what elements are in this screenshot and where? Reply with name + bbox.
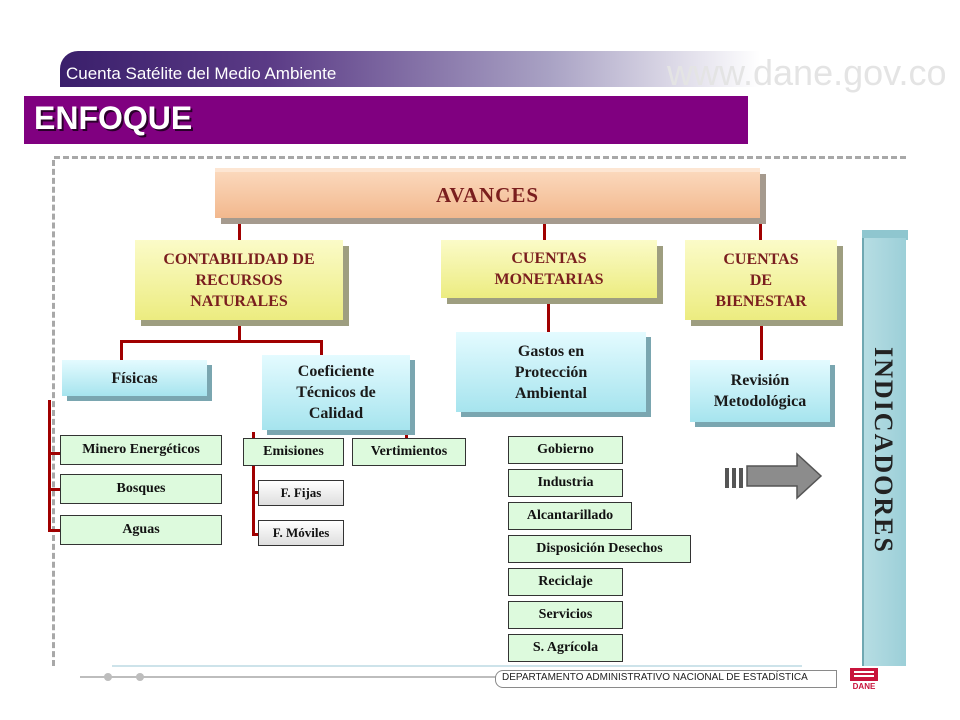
emisiones-item-moviles: F. Móviles [258,520,344,546]
website-watermark: www.dane.gov.co [667,52,947,93]
arrow-right-icon [725,452,823,500]
gastos-item-servicios: Servicios [508,601,623,629]
dane-logo: DANE [850,668,878,690]
gastos-item-reciclaje: Reciclaje [508,568,623,596]
vertimientos-box: Vertimientos [352,438,466,466]
avances-box: AVANCES [215,168,760,218]
footer-label-box [495,670,837,688]
header-banner [60,51,760,87]
frame-left-border [52,160,55,666]
gastos-item-disposicion: Disposición Desechos [508,535,691,563]
title-banner [24,96,748,144]
revision-metodologica-box: Revisión Metodológica [690,360,830,422]
indicadores-bar-top [862,230,908,240]
indicadores-bar [862,238,906,666]
indicadores-label: INDICADORES [869,346,898,554]
cuentas-monetarias-box: CUENTAS MONETARIAS [441,240,657,298]
fisicas-item-bosques: Bosques [60,474,222,504]
footer-line [80,676,800,678]
svg-text:DANE: DANE [853,682,876,690]
gastos-item-gobierno: Gobierno [508,436,623,464]
emisiones-item-fijas: F. Fijas [258,480,344,506]
cuentas-bienestar-box: CUENTAS DE BIENESTAR [685,240,837,320]
header-subtitle: Cuenta Satélite del Medio Ambiente [66,64,337,83]
gastos-item-alcantarillado: Alcantarillado [508,502,632,530]
footer-accent-line [112,665,802,667]
fisicas-box: Físicas [62,360,207,396]
emisiones-box: Emisiones [243,438,344,466]
gastos-proteccion-box: Gastos en Protección Ambiental [456,332,646,412]
gastos-item-industria: Industria [508,469,623,497]
footer-dot [104,673,112,681]
page-title: ENFOQUE [34,100,193,136]
footer-dot [136,673,144,681]
recursos-naturales-box: CONTABILIDAD DE RECURSOS NATURALES [135,240,343,320]
gastos-item-agricola: S. Agrícola [508,634,623,662]
coeficiente-box: Coeficiente Técnicos de Calidad [262,355,410,430]
frame-top-border [54,156,906,159]
fisicas-item-aguas: Aguas [60,515,222,545]
fisicas-item-minero: Minero Energéticos [60,435,222,465]
footer-department: DEPARTAMENTO ADMINISTRATIVO NACIONAL DE … [502,672,808,683]
